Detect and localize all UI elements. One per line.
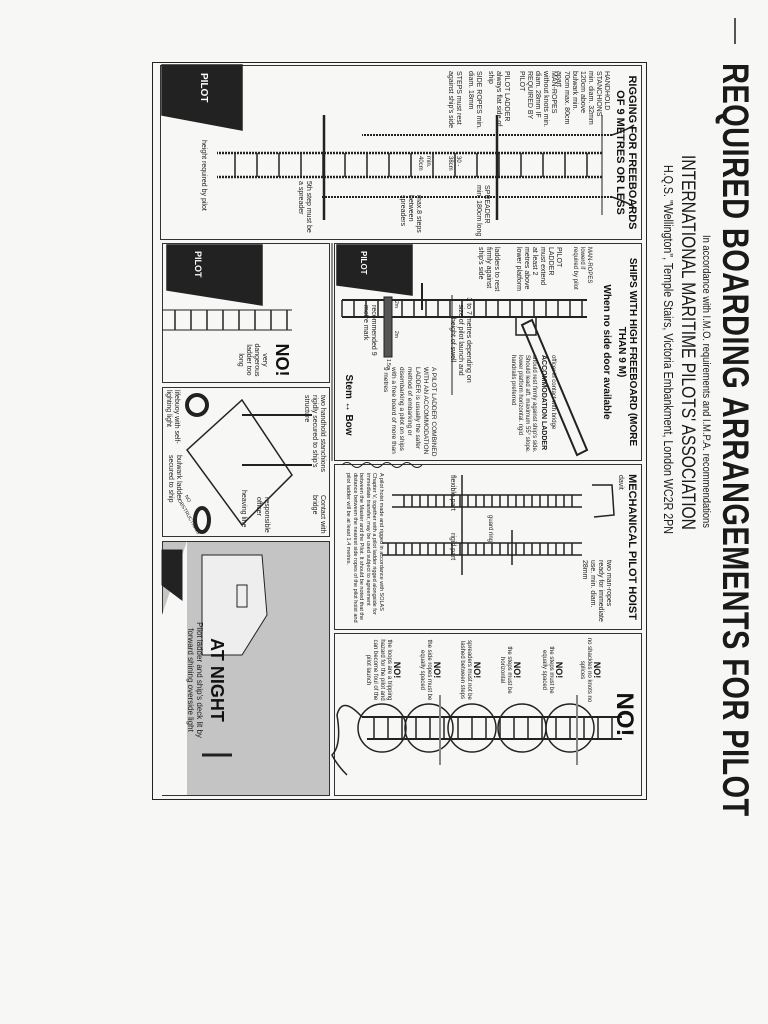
hf-combined: A PILOT LADDER COMBINED WITH AN ACCOMMOD… xyxy=(382,367,437,457)
no-title: NO! xyxy=(611,692,638,737)
no-item-text: the steps must be equally spaced xyxy=(541,646,554,694)
rigging-title: RIGGING FOR FREEBOARDS OF 9 METRES OR LE… xyxy=(614,75,638,230)
step-spacing-label: 30 - 38cm xyxy=(447,156,461,171)
hf-distance: 3 to 7 metres depending on size of pilot… xyxy=(449,297,472,383)
pilot-ladder-label: PILOT LADDER always flat side of ship xyxy=(487,71,510,127)
poster: REQUIRED BOARDING ARRANGEMENTS FOR PILOT… xyxy=(150,55,762,817)
lifebuoy-label: lifebuoy with self-lighting light xyxy=(165,390,180,444)
high-freeboard-subtitle: When no side door available xyxy=(601,284,612,420)
too-long-no: NO! xyxy=(272,343,292,377)
heaving-line-label: heaving line xyxy=(240,490,247,528)
man-ropes-label: MAN-ROPES without knots min. diam. 28mm … xyxy=(518,71,557,128)
hf-officer: officer in contact with bridge xyxy=(550,355,556,430)
rigid-part-label: rigid part xyxy=(449,533,456,561)
no-item-text: the side ropes must be equally spaced xyxy=(419,639,432,701)
high-freeboard-title: SHIPS WITH HIGH FREEBOARD (MORE THAN 9 M… xyxy=(616,257,638,447)
hf-accommodation: ACCOMMODATION LADDER xyxy=(540,355,547,451)
davit-label: davit xyxy=(617,475,624,490)
hf-pilot-boat-label: PILOT xyxy=(359,251,368,275)
no-item-head: NO! xyxy=(432,661,442,679)
hoist-note: A pilot hoist made and rigged in accorda… xyxy=(345,473,385,623)
no-item-text: no shackles no knots no splices xyxy=(579,637,592,703)
too-long-text: very dangerous ladder too long xyxy=(237,343,268,377)
spreader-label: SPREADER min. 180cm long xyxy=(475,185,490,237)
hf-mark: recommended 9 metre mark xyxy=(362,305,377,356)
hf-dim-2: 2m xyxy=(393,331,399,338)
night-text: Pilot ladder and ship's deck lit by forw… xyxy=(186,622,204,738)
no-item-text: spreaders must not be lashed between ste… xyxy=(459,640,472,700)
hf-accommodation-notes: should rest firmly against ship's side. … xyxy=(510,355,537,453)
hf-orientation: Stem ↔ Bow xyxy=(343,374,354,436)
no-item-head: NO! xyxy=(472,661,482,679)
steps-label: STEPS must rest against ship's side xyxy=(447,71,462,128)
no-item-head: NO! xyxy=(512,661,522,679)
side-ropes-label: SIDE ROPES min. diam. 18mm xyxy=(467,71,482,129)
night-title: AT NIGHT xyxy=(207,638,227,722)
hf-man-ropes: MAN-ROPES lowerd if required by pilot xyxy=(572,247,592,290)
illustrations xyxy=(161,64,635,795)
stanchions-label: two handhold stanchions rigidly secured … xyxy=(303,395,326,473)
hf-pilot-ladder: PILOT LADDER must extend at least 2 metr… xyxy=(515,247,562,291)
guard-ring-label: guard ring xyxy=(487,515,493,543)
no-item-head: NO! xyxy=(554,661,564,679)
flexible-part-label: flexible part xyxy=(449,475,456,511)
hf-ladders-rest: ladders to rest firmly against ship's si… xyxy=(477,247,500,292)
height-label: height required by pilot xyxy=(200,140,207,211)
contact-label: Contact with bridge xyxy=(311,495,326,534)
no-item-head: NO! xyxy=(392,661,402,679)
step-width-label: min. 40cm xyxy=(417,156,431,171)
hoist-man-ropes: two man-ropes ready for immediate use. m… xyxy=(581,560,612,622)
no-item-head: NO! xyxy=(592,661,602,679)
too-long-pilot-boat: PILOT xyxy=(193,251,203,278)
officer-label: responsible officer xyxy=(255,497,270,533)
pilot-ladder-drawing xyxy=(217,115,635,220)
hf-dim-1: 2m xyxy=(393,301,399,308)
fifth-step-label: 5th step must be a spreader xyxy=(297,181,312,233)
pen-mark xyxy=(734,18,736,44)
handhold-label: HANDHOLD STANCHIONS min. diam. 32mm 120c… xyxy=(555,71,610,125)
no-item-text: the loops are a tripping hazard for the … xyxy=(365,639,392,701)
hoist-title: MECHANICAL PILOT HOIST xyxy=(626,474,638,620)
pilot-boat-label: PILOT xyxy=(198,73,209,103)
pilot-boat xyxy=(161,64,243,131)
max-steps-label: max.8 steps between spreaders xyxy=(399,195,422,233)
no-item-text: the steps must be horizontal xyxy=(499,646,512,694)
